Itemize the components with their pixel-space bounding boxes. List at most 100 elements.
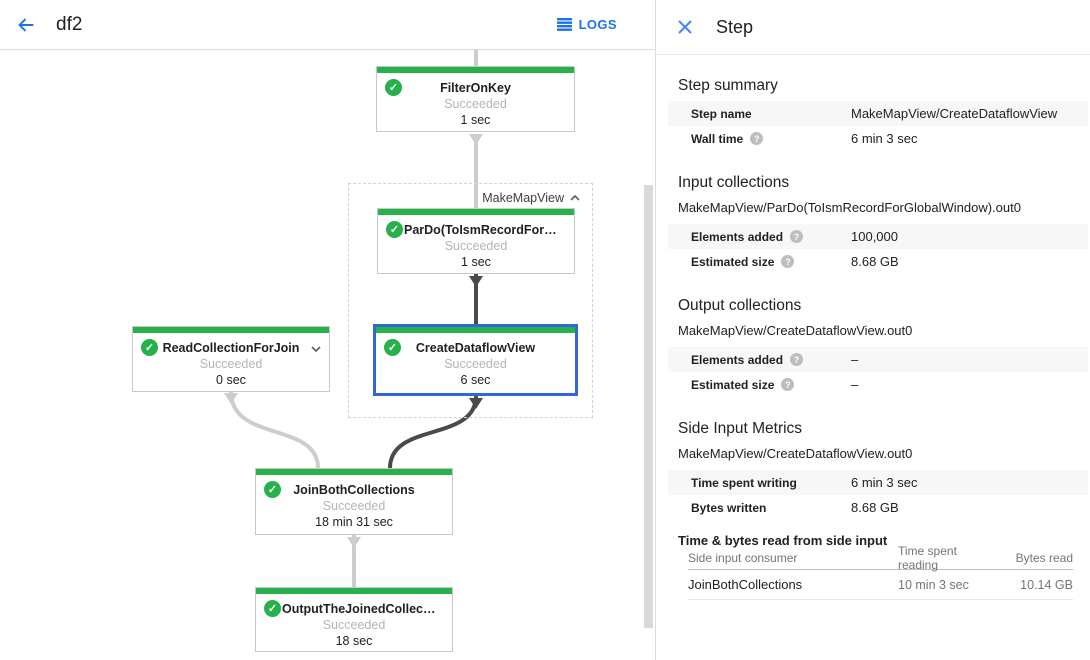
- help-icon[interactable]: ?: [750, 132, 764, 145]
- kv-value: 6 min 3 sec: [851, 131, 918, 146]
- node-time: 18 min 31 sec: [315, 515, 393, 529]
- kv-value: –: [851, 352, 859, 367]
- kv-row-step-name: Step name MakeMapView/CreateDataflowView: [668, 101, 1088, 126]
- chevron-up-icon: [570, 194, 580, 201]
- graph-node-pardo-toismrecord[interactable]: ✓ ParDo(ToIsmRecordFor… Succeeded 1 sec: [377, 208, 575, 274]
- collection-name: MakeMapView/CreateDataflowView.out0: [678, 446, 913, 461]
- kv-row-time-spent-writing: Time spent writing 6 min 3 sec: [668, 470, 1088, 495]
- node-status-bar: [256, 588, 452, 594]
- node-title: CreateDataflowView: [415, 341, 536, 355]
- back-arrow-icon: [18, 17, 34, 32]
- graph-header: df2 LOGS: [0, 0, 655, 50]
- kv-value: MakeMapView/CreateDataflowView: [851, 106, 1058, 121]
- column-header: Bytes read: [1015, 551, 1073, 565]
- step-details-panel: Step Step summary Step name MakeMapView/…: [655, 0, 1090, 660]
- help-icon[interactable]: ?: [781, 378, 795, 391]
- panel-body: Step summary Step name MakeMapView/Creat…: [656, 55, 1090, 600]
- node-status: Succeeded: [444, 239, 508, 253]
- bytes-read-cell: 10.14 GB: [1020, 577, 1073, 592]
- kv-row-wall-time: Wall time? 6 min 3 sec: [668, 126, 1088, 151]
- check-circle-icon: ✓: [386, 221, 403, 238]
- step-summary-section: Step summary Step name MakeMapView/Creat…: [656, 77, 1090, 151]
- vertical-scrollbar-thumb[interactable]: [644, 185, 653, 628]
- section-heading: Output collections: [678, 297, 802, 314]
- node-status: Succeeded: [444, 97, 507, 111]
- logs-button[interactable]: LOGS: [551, 16, 623, 33]
- node-expand-toggle[interactable]: [310, 340, 322, 358]
- side-input-consumer-cell: JoinBothCollections: [688, 577, 803, 592]
- collection-name: MakeMapView/ParDo(ToIsmRecordForGlobalWi…: [678, 200, 1021, 215]
- graph-node-joinbothcollections[interactable]: ✓ JoinBothCollections Succeeded 18 min 3…: [255, 468, 453, 535]
- node-status-bar: [256, 469, 452, 475]
- node-time: 1 sec: [461, 255, 491, 269]
- chevron-down-icon: [311, 346, 321, 353]
- kv-value: –: [851, 377, 859, 392]
- help-icon[interactable]: ?: [790, 353, 804, 366]
- composite-step-group: MakeMapView: [348, 183, 593, 418]
- kv-label: Elements added: [691, 352, 784, 367]
- section-heading: Input collections: [678, 174, 790, 191]
- back-button[interactable]: [10, 9, 42, 41]
- node-status: Succeeded: [444, 357, 507, 371]
- node-time: 6 sec: [460, 373, 491, 387]
- node-title: FilterOnKey: [440, 81, 511, 95]
- group-label: MakeMapView: [482, 191, 564, 205]
- node-time: 1 sec: [460, 113, 491, 127]
- kv-label: Elements added: [691, 229, 784, 244]
- node-status: Succeeded: [322, 499, 386, 513]
- section-heading: Step summary: [678, 77, 778, 94]
- kv-row-bytes-written: Bytes written 8.68 GB: [668, 495, 1088, 520]
- check-circle-icon: ✓: [384, 339, 401, 356]
- graph-node-filteronkey[interactable]: ✓ FilterOnKey Succeeded 1 sec: [376, 66, 575, 132]
- kv-label: Wall time: [691, 131, 744, 146]
- table-row: JoinBothCollections 10 min 3 sec 10.14 G…: [688, 570, 1073, 600]
- kv-row-estimated-size: Estimated size? 8.68 GB: [668, 249, 1088, 274]
- node-status-bar: [376, 327, 575, 333]
- kv-value: 100,000: [851, 229, 898, 244]
- logs-label: LOGS: [578, 17, 617, 32]
- kv-label: Bytes written: [691, 500, 767, 515]
- panel-title: Step: [716, 16, 754, 37]
- kv-row-elements-added: Elements added? 100,000: [668, 224, 1088, 249]
- side-input-metrics-section: Side Input Metrics MakeMapView/CreateDat…: [656, 420, 1090, 520]
- node-title: JoinBothCollections: [293, 483, 415, 497]
- column-header: Side input consumer: [688, 551, 798, 565]
- help-icon[interactable]: ?: [790, 230, 804, 243]
- check-circle-icon: ✓: [264, 481, 281, 498]
- table-heading: Time & bytes read from side input: [678, 533, 888, 548]
- help-icon[interactable]: ?: [781, 255, 795, 268]
- graph-node-readcollectionforjoin[interactable]: ✓ ReadCollectionForJoin Succeeded 0 sec: [132, 326, 330, 392]
- node-status: Succeeded: [199, 357, 263, 371]
- side-input-read-table-section: Time & bytes read from side input Side i…: [656, 533, 1090, 600]
- check-circle-icon: ✓: [264, 600, 281, 617]
- kv-row-elements-added: Elements added? –: [668, 347, 1088, 372]
- graph-node-outputthejoined[interactable]: ✓ OutputTheJoinedCollec… Succeeded 18 se…: [255, 587, 453, 652]
- collection-name: MakeMapView/CreateDataflowView.out0: [678, 323, 913, 338]
- check-circle-icon: ✓: [385, 79, 402, 96]
- check-circle-icon: ✓: [141, 339, 158, 356]
- node-status-bar: [377, 67, 574, 73]
- time-spent-reading-cell: 10 min 3 sec: [898, 577, 969, 592]
- close-icon: [678, 20, 692, 34]
- kv-label: Estimated size: [691, 254, 775, 269]
- column-header: Time spent reading: [898, 544, 957, 572]
- node-time: 18 sec: [335, 634, 373, 648]
- node-title: ReadCollectionForJoin: [162, 341, 300, 355]
- node-status-bar: [133, 327, 329, 333]
- group-toggle[interactable]: MakeMapView: [482, 191, 581, 205]
- node-title: ParDo(ToIsmRecordFor…: [404, 223, 557, 237]
- output-collections-section: Output collections MakeMapView/CreateDat…: [656, 297, 1090, 397]
- kv-label: Step name: [691, 106, 752, 121]
- input-collections-section: Input collections MakeMapView/ParDo(ToIs…: [656, 174, 1090, 274]
- kv-label: Estimated size: [691, 377, 775, 392]
- node-time: 0 sec: [216, 373, 246, 387]
- kv-label: Time spent writing: [691, 475, 797, 490]
- graph-node-createdataflowview-selected[interactable]: ✓ CreateDataflowView Succeeded 6 sec: [373, 324, 578, 396]
- kv-row-estimated-size: Estimated size? –: [668, 372, 1088, 397]
- job-graph-canvas[interactable]: MakeMapView ✓ FilterOnKey Succeeded 1 se…: [0, 50, 655, 660]
- table-header-row: Side input consumer Time spent reading B…: [688, 544, 1073, 572]
- node-status: Succeeded: [322, 618, 386, 632]
- close-panel-button[interactable]: [673, 15, 697, 39]
- kv-value: 6 min 3 sec: [851, 475, 918, 490]
- kv-value: 8.68 GB: [851, 500, 899, 515]
